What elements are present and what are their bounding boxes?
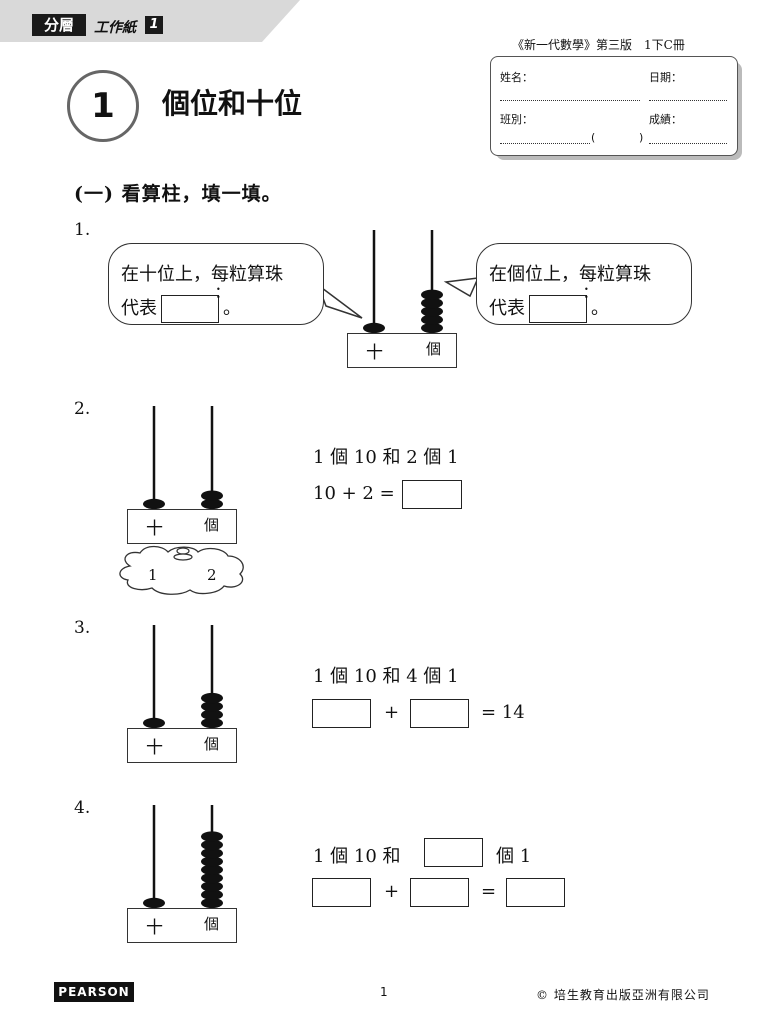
q3-tens-bead (143, 717, 165, 729)
worksheet-number: 1 (145, 16, 163, 34)
q1-ones-answer-box[interactable] (529, 295, 587, 323)
q1-abacus-base: 十 個 (347, 333, 457, 368)
name-label: 姓名： (500, 71, 533, 84)
q1-tens-answer-box[interactable] (161, 295, 219, 323)
q1-ones-bead (421, 289, 443, 300)
q2-equation: 10 + 2 = (313, 483, 395, 504)
class-label: 班別： (500, 113, 533, 126)
cloud-shape (119, 545, 244, 595)
q2-abacus-base: 十 個 (127, 509, 237, 544)
q4-ones-count-box[interactable] (424, 838, 483, 867)
student-info-box: 姓名： 日期： 班別： 成績： ( ) (490, 56, 738, 156)
q1-ones-bead (421, 322, 443, 334)
right-speech-bubble: 在個位上，每粒算珠 代表。 (476, 243, 692, 325)
q3-ones-bead (201, 692, 223, 704)
q4-equals: = (481, 881, 497, 902)
q1-tens-bead (363, 322, 385, 334)
q1-ones-bead (421, 314, 443, 325)
question-2-number: 2. (74, 399, 91, 419)
q4-ones-bead (201, 864, 223, 875)
date-label: 日期： (649, 71, 682, 84)
q4-ones-bead (201, 889, 223, 900)
score-field[interactable] (649, 143, 727, 144)
q3-plus: + (384, 702, 400, 723)
question-4-number: 4. (74, 798, 91, 818)
q2-tens-bead (143, 498, 165, 510)
q4-result-box[interactable] (506, 878, 565, 907)
q3-description: 1 個 10 和 4 個 1 (313, 666, 459, 687)
copyright: © 培生教育出版亞洲有限公司 (536, 988, 710, 1002)
cloud-puff (176, 547, 190, 555)
q2-description: 1 個 10 和 2 個 1 (313, 447, 459, 468)
cloud-ones-value: 2 (207, 566, 217, 584)
pearson-logo: PEARSON (54, 982, 134, 1002)
question-1-number: 1. (74, 220, 91, 240)
question-3-number: 3. (74, 618, 91, 638)
q4-description-end: 個 1 (496, 846, 532, 867)
q3-abacus-base: 十 個 (127, 728, 237, 763)
class-field[interactable] (500, 143, 590, 144)
q3-result: = 14 (481, 702, 525, 723)
q3-ones-bead (201, 701, 223, 712)
left-bubble-tail (316, 282, 363, 319)
worksheet-label: 工作紙 (94, 20, 136, 36)
q4-description-start: 1 個 10 和 (313, 846, 401, 867)
q4-ones-bead (201, 831, 223, 842)
cloud-tens-value: 1 (148, 566, 158, 584)
left-speech-bubble: 在十位上，每粒算珠 代表。 (108, 243, 324, 325)
right-bubble-tail (443, 277, 480, 298)
q4-ones-bead (201, 839, 223, 851)
q4-plus: + (384, 881, 400, 902)
section-title: (一) 看算柱，填一填。 (74, 183, 282, 205)
score-label: 成績： (649, 113, 682, 126)
class-paren-open: ( (591, 131, 596, 144)
name-field[interactable] (500, 100, 640, 101)
lesson-number: 1 (67, 70, 139, 142)
q4-ones-bead (201, 848, 223, 859)
q1-ones-bead (421, 297, 443, 309)
q3-ones-bead (201, 717, 223, 729)
date-field[interactable] (649, 100, 727, 101)
q2-ones-bead (201, 498, 223, 510)
q4-ones-bead (201, 881, 223, 892)
q1-ones-bead (421, 306, 443, 317)
level-badge: 分層 (32, 14, 86, 36)
q4-second-answer-box[interactable] (410, 878, 469, 907)
book-title: 《新一代數學》第三版 1下C冊 (512, 38, 685, 52)
q4-tens-bead (143, 897, 165, 909)
q4-ones-bead (201, 897, 223, 909)
q4-abacus-base: 十 個 (127, 908, 237, 943)
q2-ones-bead (201, 490, 223, 501)
q2-answer-box[interactable] (402, 480, 462, 509)
cloud-puff (173, 553, 193, 561)
class-paren-close: ) (639, 131, 644, 144)
q4-ones-bead (201, 856, 223, 867)
q3-second-answer-box[interactable] (410, 699, 469, 728)
q3-first-answer-box[interactable] (312, 699, 371, 728)
page-number: 1 (380, 985, 388, 999)
q4-first-answer-box[interactable] (312, 878, 371, 907)
q4-ones-bead (201, 872, 223, 884)
q3-ones-bead (201, 709, 223, 720)
lesson-title: 個位和十位 (162, 87, 303, 120)
